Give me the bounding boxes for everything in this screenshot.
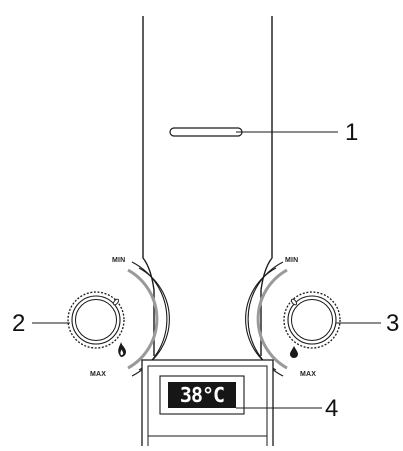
indicator-slot (169, 127, 243, 137)
heater-body (142, 16, 273, 356)
left-max-label: MAX (90, 371, 107, 378)
callout-3: 3 (386, 310, 400, 337)
callout-2: 2 (12, 310, 26, 337)
flame-icon (118, 342, 126, 357)
left-min-label: MIN (112, 257, 126, 264)
right-gradient-scale (256, 268, 288, 370)
flow-knob-right[interactable] (283, 291, 341, 349)
temperature-knob-left[interactable] (67, 291, 125, 349)
callout-4: 4 (325, 395, 339, 422)
callout-1: 1 (345, 119, 359, 146)
display-panel (141, 359, 274, 446)
water-drop-icon (290, 346, 298, 358)
right-knob-recess (245, 261, 284, 377)
left-gradient-scale (127, 268, 159, 370)
right-min-label: MIN (285, 257, 299, 264)
right-max-label: MAX (300, 371, 317, 378)
left-knob-recess (131, 261, 170, 377)
temperature-readout: 38°C (179, 383, 225, 407)
